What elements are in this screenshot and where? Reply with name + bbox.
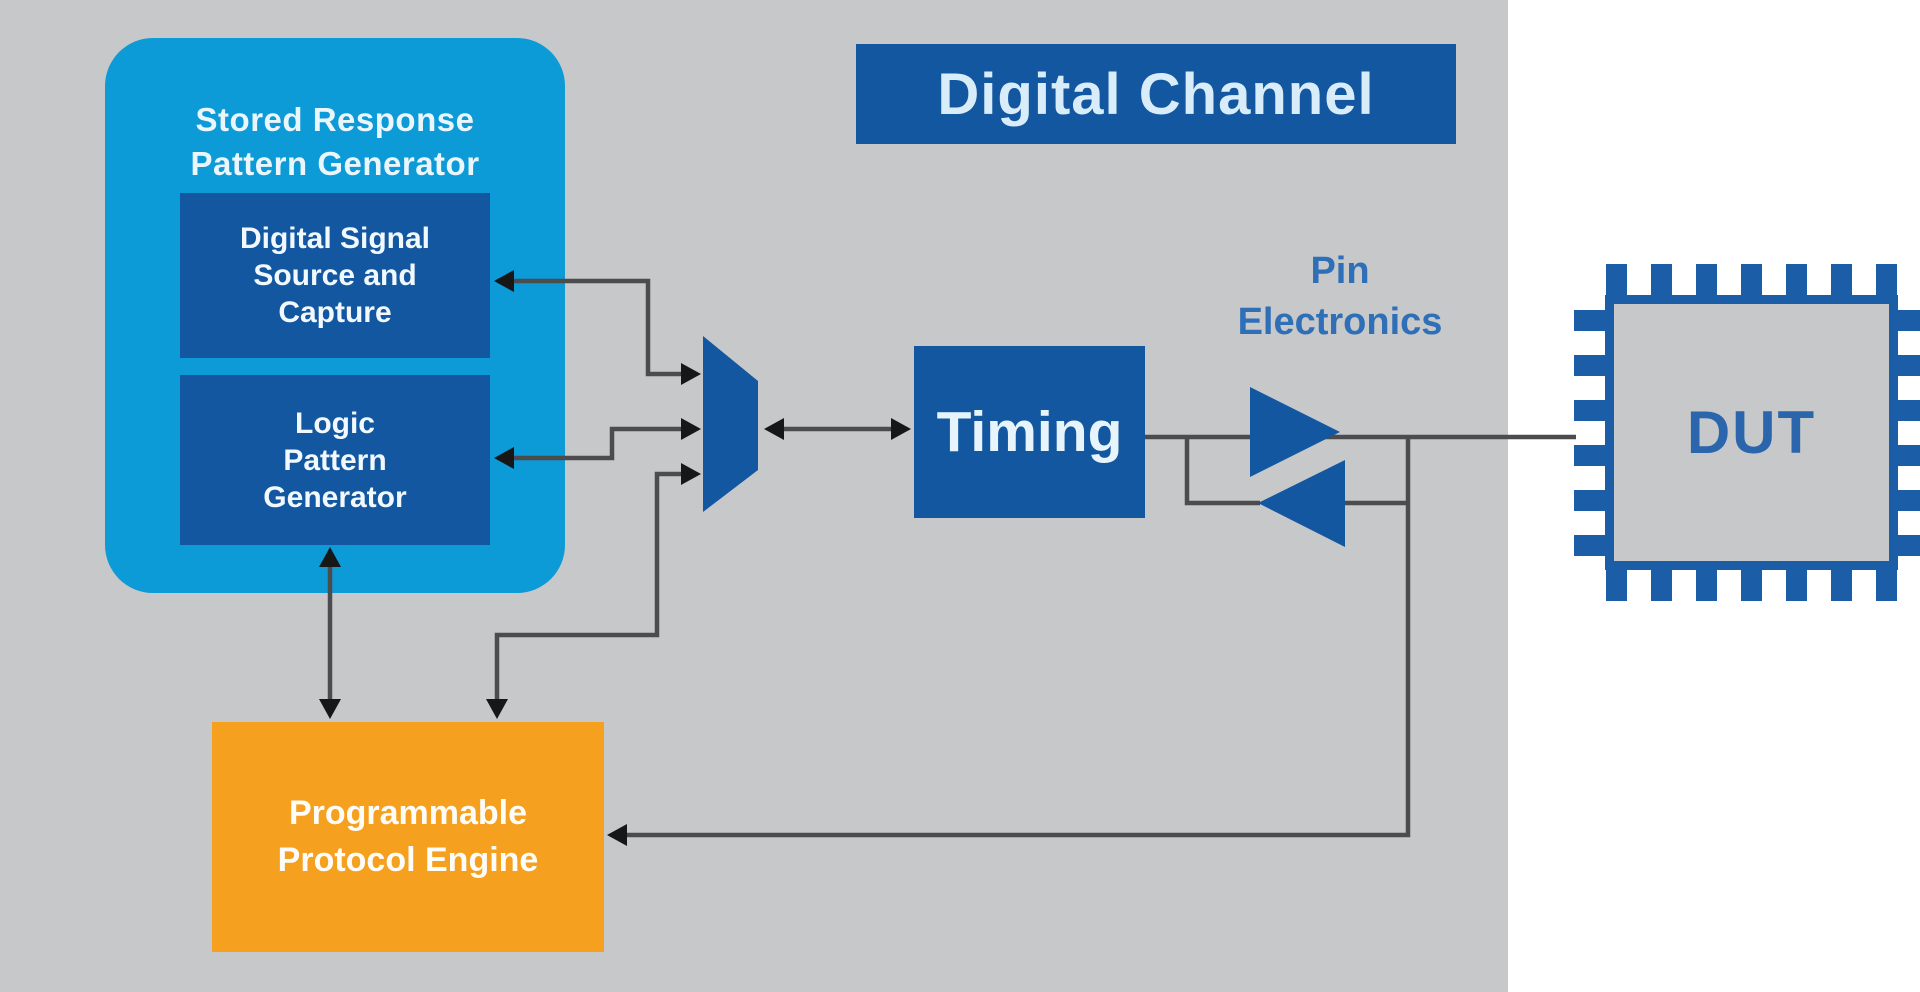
logic-pattern-generator-block: Logic Pattern Generator	[180, 375, 490, 545]
dut-pins-bottom	[1606, 569, 1897, 601]
timing-label: Timing	[936, 400, 1123, 464]
dut-pins-right	[1897, 310, 1920, 556]
srpg-title-line2: Pattern Generator	[190, 145, 480, 182]
dssc-line1: Digital Signal	[239, 222, 431, 255]
digital-signal-source-capture-block: Digital Signal Source and Capture	[180, 193, 490, 358]
dut-label: DUT	[1686, 399, 1817, 466]
srpg-title: Stored Response Pattern Generator	[105, 98, 565, 186]
timing-block: Timing	[914, 346, 1145, 518]
pin-electronics-line2: Electronics	[1237, 301, 1443, 343]
ppe-line1: Programmable	[288, 794, 528, 832]
digital-channel-title-label: Digital Channel	[937, 61, 1375, 127]
pin-electronics-label: Pin Electronics	[1230, 246, 1450, 348]
pin-electronics-line1: Pin	[1310, 250, 1370, 292]
ppe-line2: Protocol Engine	[277, 841, 539, 879]
lpg-line2: Pattern	[283, 443, 387, 477]
lpg-line3: Generator	[263, 480, 407, 514]
dssc-line3: Capture	[278, 296, 392, 329]
dut-pins-left	[1574, 310, 1606, 556]
digital-channel-title: Digital Channel	[856, 44, 1456, 144]
stored-response-pattern-generator-block: Stored Response Pattern Generator Digita…	[105, 38, 565, 593]
dssc-line2: Source and	[253, 259, 417, 292]
dut-body: DUT	[1605, 295, 1898, 570]
programmable-protocol-engine-block: Programmable Protocol Engine	[212, 722, 604, 952]
dut-pins-top	[1606, 264, 1897, 296]
srpg-title-line1: Stored Response	[195, 101, 475, 138]
lpg-line1: Logic	[295, 406, 375, 440]
